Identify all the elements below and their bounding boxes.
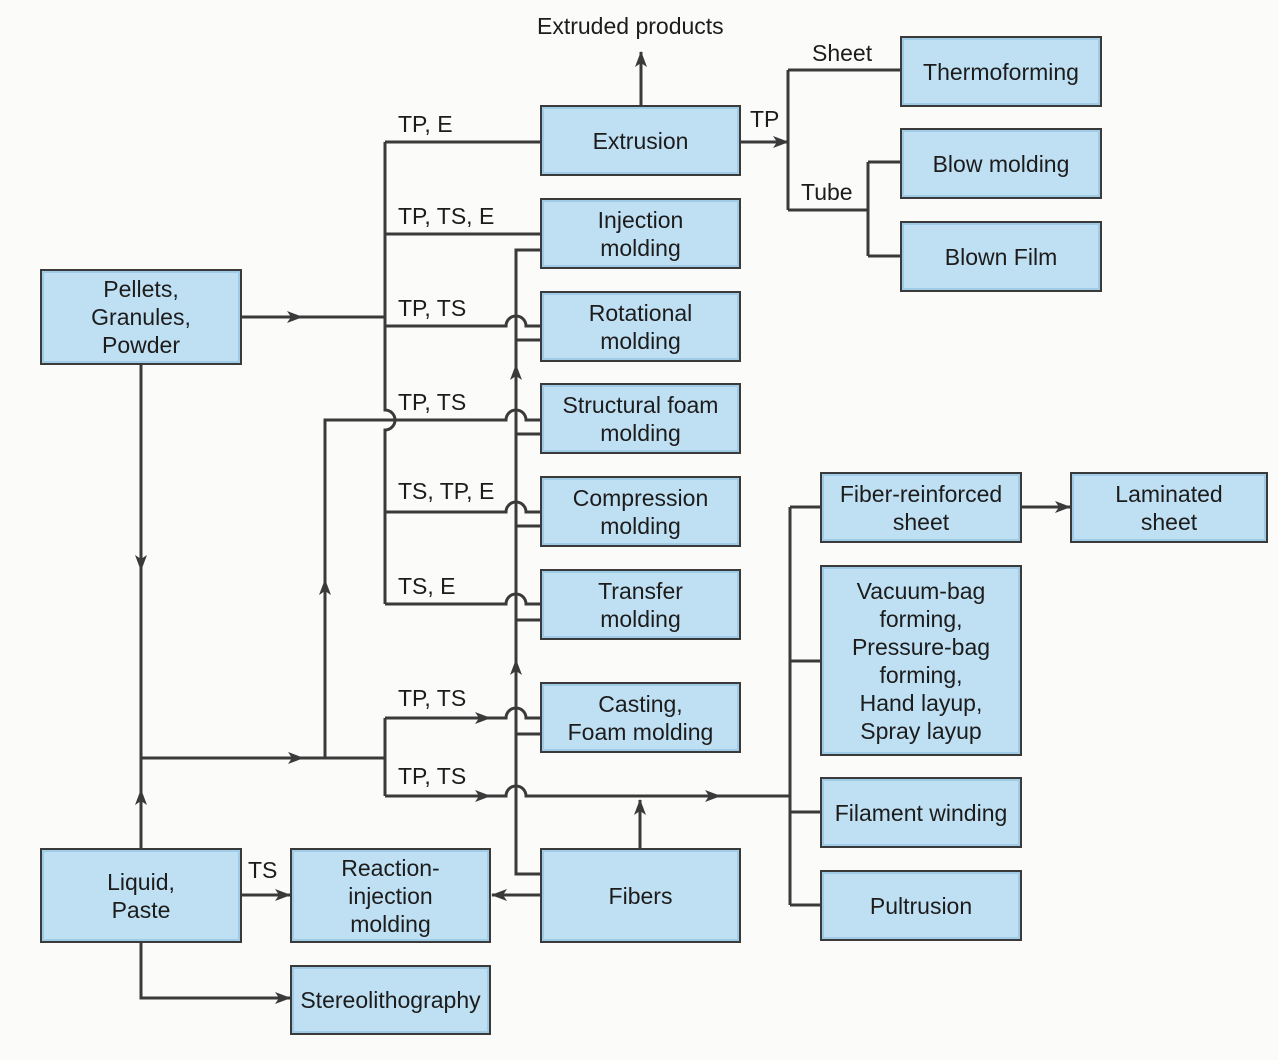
fiber-reinforced-sheet-box: Fiber-reinforced sheet (820, 472, 1022, 543)
filament-winding-box: Filament winding (820, 777, 1022, 848)
laminated-sheet-box: Laminated sheet (1070, 472, 1268, 543)
compression-molding-box: Compression molding (540, 476, 741, 547)
casting-foam-molding-box: Casting, Foam molding (540, 682, 741, 753)
extrusion-box: Extrusion (540, 105, 741, 176)
reaction-injection-box: Reaction- injection molding (290, 848, 491, 943)
label-fiber-branch: TP, TS (398, 763, 467, 789)
branch-casting-rest (488, 706, 540, 720)
pellets-box: Pellets, Granules, Powder (40, 269, 242, 365)
extruded-products-label: Extruded products (537, 13, 724, 39)
label-extrusion-in: TP, E (398, 111, 453, 137)
label-structural-in: TP, TS (398, 389, 467, 415)
thermoforming-box: Thermoforming (900, 36, 1102, 107)
fibers-box: Fibers (540, 848, 741, 943)
vacuum-bag-box: Vacuum-bag forming, Pressure-bag forming… (820, 565, 1022, 756)
structural-foam-box: Structural foam molding (540, 383, 741, 454)
fibers-up-3 (514, 248, 540, 367)
label-extrusion-out: TP (750, 106, 780, 132)
label-casting-in: TP, TS (398, 685, 467, 711)
liquid-to-stereo (139, 943, 291, 1004)
main-bus (383, 142, 397, 604)
rotational-molding-box: Rotational molding (540, 291, 741, 362)
branch-fiber-rest (488, 784, 721, 802)
label-tube: Tube (801, 179, 853, 205)
pultrusion-box: Pultrusion (820, 870, 1022, 941)
label-rotational-in: TP, TS (398, 295, 467, 321)
label-reaction-in: TS (248, 857, 278, 883)
injection-molding-box: Injection molding (540, 198, 741, 269)
blow-molding-box: Blow molding (900, 128, 1102, 199)
label-sheet: Sheet (812, 40, 873, 66)
label-injection-in: TP, TS, E (398, 203, 495, 229)
transfer-molding-box: Transfer molding (540, 569, 741, 640)
label-compression-in: TS, TP, E (398, 478, 495, 504)
stereolithography-box: Stereolithography (290, 965, 491, 1035)
blown-film-box: Blown Film (900, 221, 1102, 292)
label-transfer-in: TS, E (398, 573, 456, 599)
liquid-paste-box: Liquid, Paste (40, 848, 242, 943)
fibers-left (514, 820, 540, 876)
